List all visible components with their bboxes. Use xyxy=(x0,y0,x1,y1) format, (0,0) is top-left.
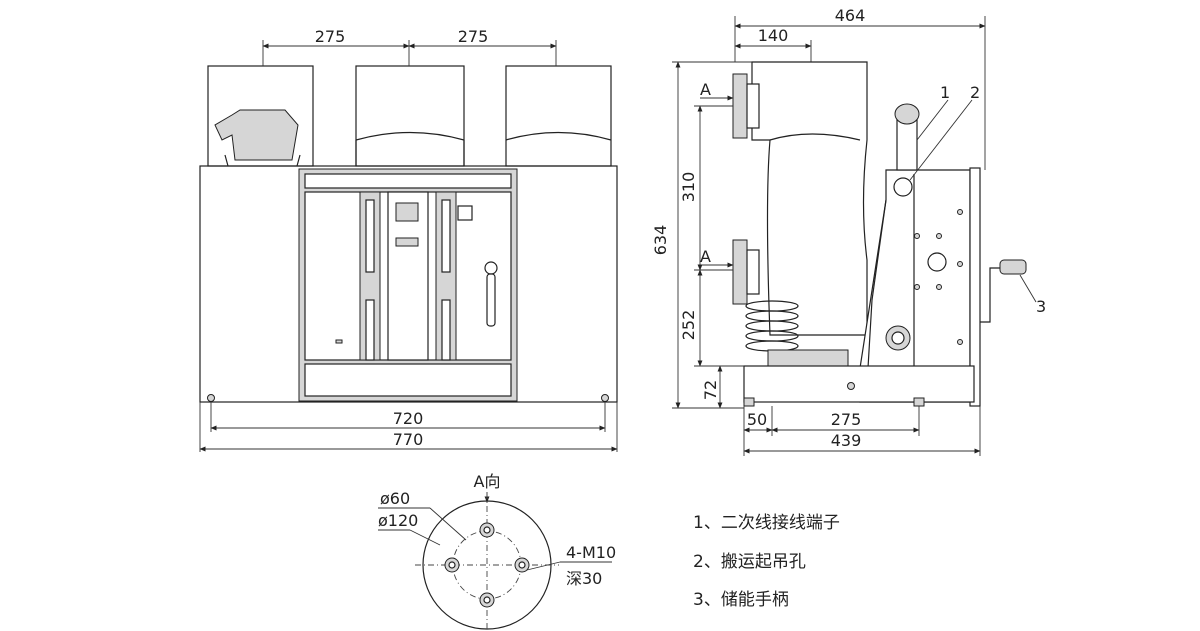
section-mark-upper: A xyxy=(700,80,711,99)
dim-base-height: 72 xyxy=(701,380,720,400)
dim-wheel-offset: 50 xyxy=(747,410,767,429)
dim-upper-terminal-spacing: 310 xyxy=(679,172,698,203)
front-panel xyxy=(298,168,518,402)
front-view: 275 275 720 770 xyxy=(199,27,618,452)
mount-hole-left xyxy=(207,394,215,402)
callout-2: 2 xyxy=(970,83,980,102)
charging-handle xyxy=(980,259,1027,323)
callout-1: 1 xyxy=(940,83,950,102)
legend: 1、二次线接线端子 2、搬运起吊孔 3、储能手柄 xyxy=(693,513,840,610)
dim-lower-terminal-height: 252 xyxy=(679,310,698,341)
dim-width-inner: 720 xyxy=(393,409,424,428)
panel-handle-knob xyxy=(484,261,498,275)
dim-depth-total: 464 xyxy=(835,6,866,25)
dim-pitch-right: 275 xyxy=(458,27,489,46)
dim-wheel-spacing: 275 xyxy=(831,410,862,429)
dim-width-outer: 770 xyxy=(393,430,424,449)
dim-base-depth: 439 xyxy=(831,431,862,450)
view-a: A向 ø60 ø120 4-M10 深30 xyxy=(378,472,616,631)
contact-spring xyxy=(745,300,799,352)
pole-column-middle xyxy=(355,65,465,167)
callout-3: 3 xyxy=(1036,297,1046,316)
view-a-title: A向 xyxy=(474,472,501,491)
mount-hole-right xyxy=(601,394,609,402)
pole-column-left xyxy=(207,65,314,167)
legend-item: 2、搬运起吊孔 xyxy=(693,552,806,572)
base-frame xyxy=(743,365,975,403)
side-view: 464 140 A A xyxy=(651,6,1046,456)
breaker-housing xyxy=(199,165,618,403)
pole-column-right xyxy=(505,65,612,167)
legend-item: 3、储能手柄 xyxy=(693,590,789,610)
lifting-hole xyxy=(893,177,913,197)
section-mark-lower: A xyxy=(700,247,711,266)
view-a-bolt-depth: 深30 xyxy=(566,569,602,588)
pole-tube xyxy=(751,61,868,336)
view-a-inner-diameter: ø60 xyxy=(380,489,410,508)
dim-height-total: 634 xyxy=(651,225,670,256)
view-a-bolt-spec: 4-M10 xyxy=(566,543,616,562)
dim-terminal-offset: 140 xyxy=(758,26,789,45)
legend-item: 1、二次线接线端子 xyxy=(693,513,840,533)
lower-terminal xyxy=(732,239,760,305)
dim-pitch-left: 275 xyxy=(315,27,346,46)
view-a-outer-diameter: ø120 xyxy=(378,511,418,530)
bolt-holes xyxy=(444,522,530,608)
upper-terminal xyxy=(732,73,760,139)
secondary-terminal xyxy=(894,103,920,171)
